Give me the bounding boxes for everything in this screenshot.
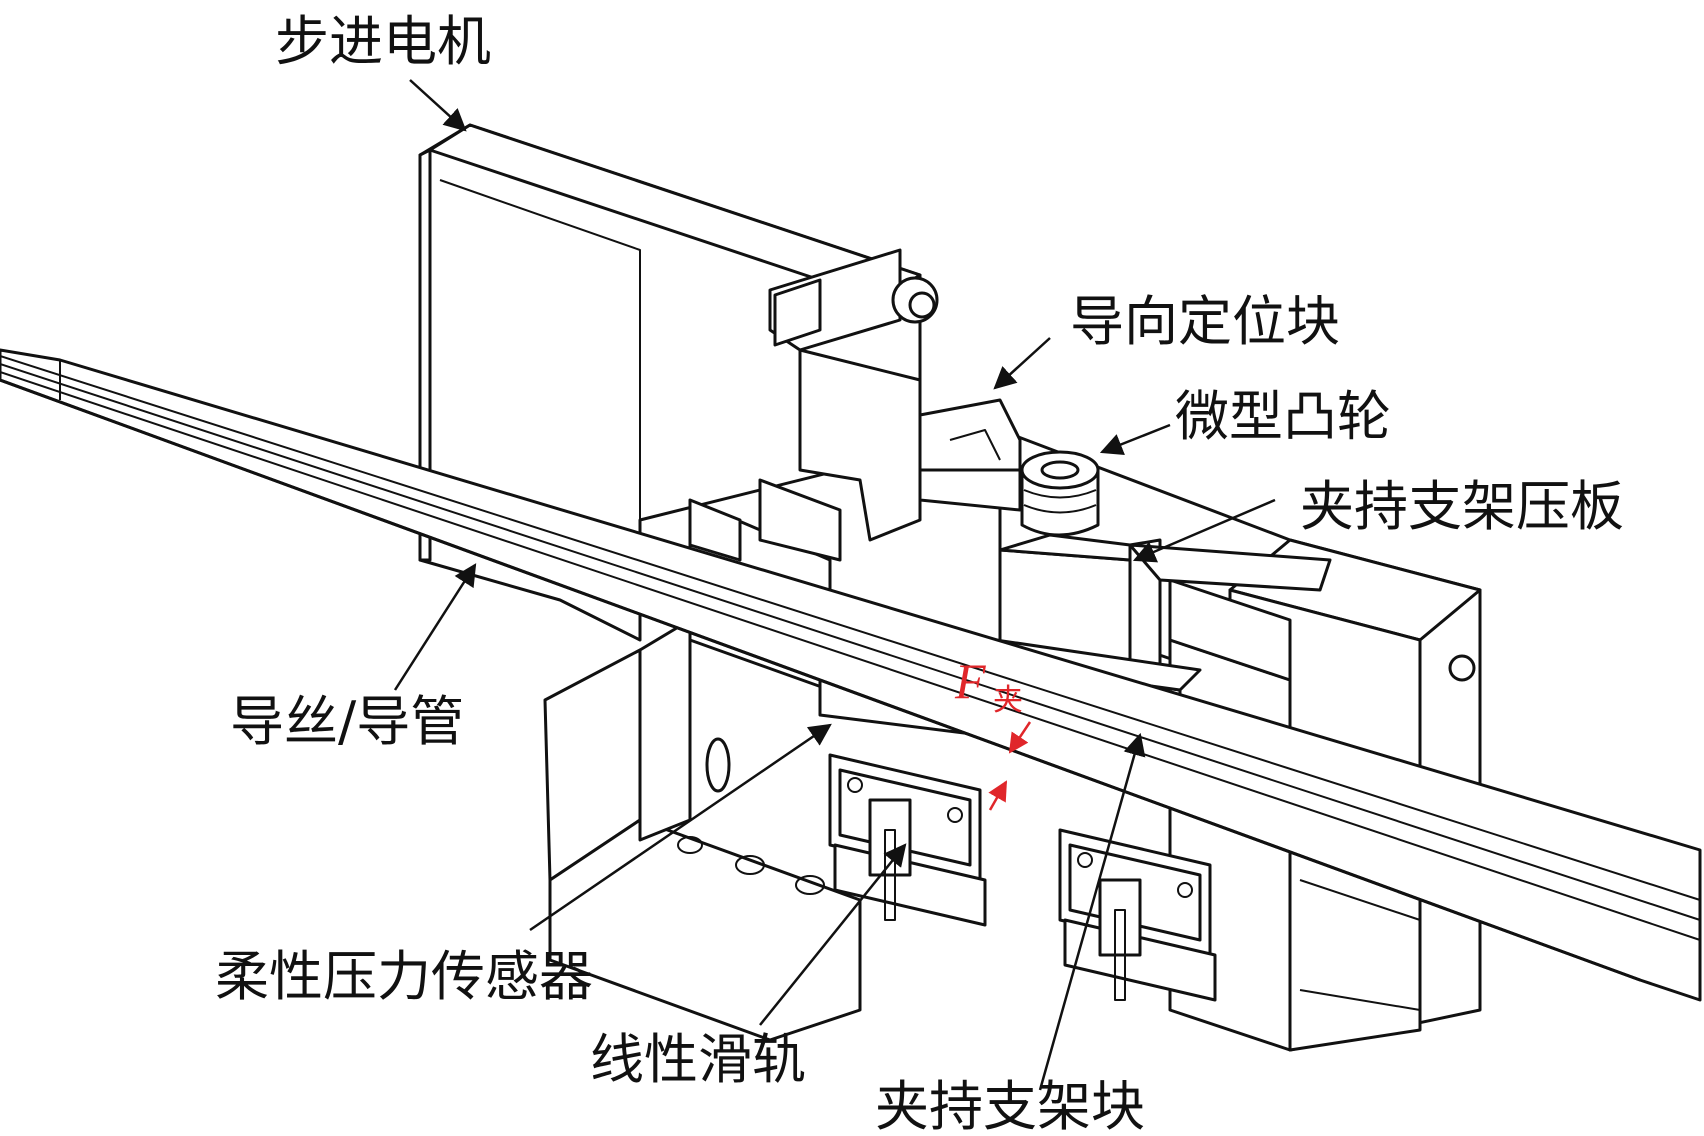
leader-linear-rail xyxy=(759,843,907,1026)
label-clamp-block: 夹持支架块 xyxy=(875,1075,1145,1136)
leader-pressure-sensor xyxy=(529,723,832,932)
guide-positioning-block xyxy=(918,398,1022,512)
label-clamp-plate: 夹持支架压板 xyxy=(1300,475,1624,538)
micro-cam xyxy=(1020,450,1100,537)
leader-guidewire xyxy=(393,563,477,691)
guidewire-catheter xyxy=(0,348,1702,1002)
clamping-force-indicator: F 夹 xyxy=(954,653,1032,811)
label-guidewire: 导丝/导管 xyxy=(230,690,464,753)
leader-micro-cam xyxy=(1099,423,1171,455)
leader-clamp-block xyxy=(1038,732,1146,1091)
label-linear-rail: 线性滑轨 xyxy=(590,1028,806,1091)
label-micro-cam: 微型凸轮 xyxy=(1175,385,1391,448)
label-pressure-sensor: 柔性压力传感器 xyxy=(215,945,593,1008)
leader-guide-block xyxy=(993,337,1051,390)
label-guide-block: 导向定位块 xyxy=(1070,290,1340,353)
linear-rail-left xyxy=(828,753,987,927)
labels: 步进电机 导向定位块 微型凸轮 夹持支架压板 导丝/导管 柔性压力传感器 线性滑… xyxy=(215,10,1624,1136)
force-symbol: F xyxy=(954,653,986,709)
label-stepper-motor: 步进电机 xyxy=(275,10,491,73)
force-subscript: 夹 xyxy=(993,683,1023,718)
leader-stepper-motor xyxy=(409,79,467,132)
leader-lines xyxy=(393,79,1276,1091)
leader-clamp-plate xyxy=(1132,498,1276,563)
